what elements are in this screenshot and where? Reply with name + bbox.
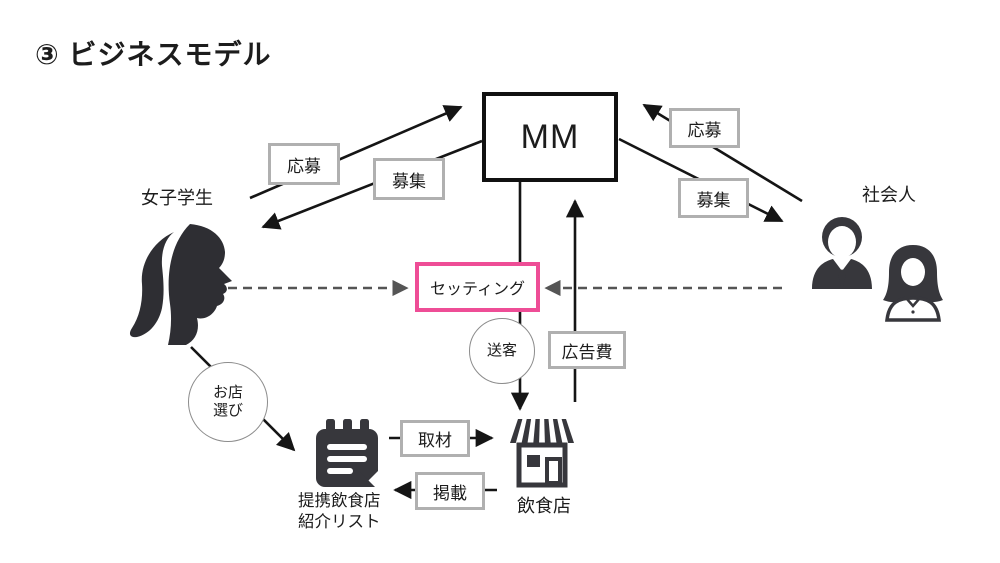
working-adults-label: 社会人 [862,185,916,205]
restaurant-label: 飲食店 [517,496,571,516]
mm-label: MM [520,117,580,156]
shop-pick-circle: お店 選び [188,362,268,442]
interview-label: 取材 [418,431,452,450]
partner-list-label-2: 紹介リスト [298,513,381,531]
publish-label: 掲載 [433,483,467,503]
publish-box: 掲載 [415,472,485,510]
recruit-left-label: 募集 [392,171,426,191]
send-customer-label: 送客 [486,342,517,359]
arrow-recruit-left [261,139,483,230]
notepad-list-icon [316,419,380,489]
page-title: ③ ビジネスモデル [35,39,272,70]
apply-left-label: 応募 [287,156,321,176]
label-box-recruit-right: 募集 [678,178,749,218]
shop-pick-label-1: お店 [212,384,243,401]
ad-fee-box: 広告費 [548,331,626,369]
interview-box: 取材 [400,420,470,457]
label-box-apply-right: 応募 [669,108,740,148]
send-customer-circle: 送客 [469,318,535,384]
businesswoman-icon [883,245,943,322]
ad-fee-label: 広告費 [561,342,613,362]
partner-list-label-1: 提携飲食店 [298,492,381,510]
apply-right-label: 応募 [687,120,722,140]
businessman-icon [812,217,872,289]
storefront-icon [510,419,574,488]
label-box-recruit-left: 募集 [373,158,445,200]
setting-box: セッティング [415,262,540,312]
female-student-profile-icon [129,224,232,345]
label-box-apply-left: 応募 [268,143,340,185]
shop-pick-label-2: 選び [212,402,243,419]
partner-list-label: 提携飲食店 紹介リスト [298,491,381,533]
recruit-right-label: 募集 [696,190,731,210]
setting-label: セッティング [429,281,526,298]
mm-box: MM [482,92,618,182]
female-students-label: 女子学生 [141,188,213,208]
